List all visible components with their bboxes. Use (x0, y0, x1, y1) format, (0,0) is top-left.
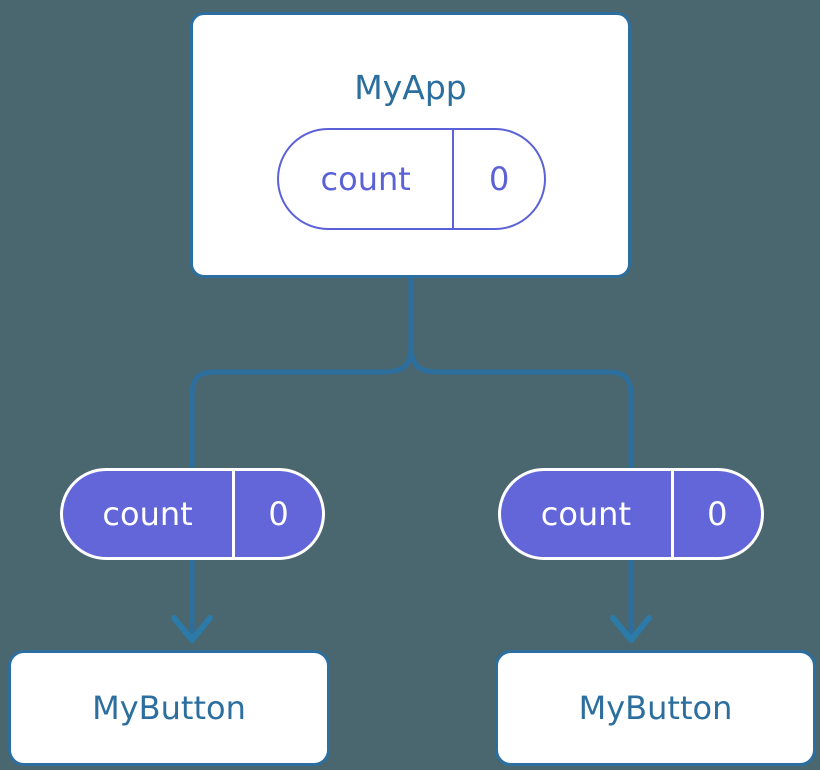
node-title-mybutton-right: MyButton (578, 689, 733, 727)
prop-pill-value: 0 (670, 471, 761, 557)
prop-pill-value: 0 (232, 471, 322, 557)
node-title-myapp: MyApp (354, 68, 467, 107)
node-card-mybutton-left[interactable]: MyButton (8, 650, 330, 766)
state-pill-key: count (320, 160, 411, 198)
node-title-mybutton-left: MyButton (92, 689, 246, 727)
connector-branch-left (189, 344, 414, 468)
state-pill-count-root[interactable]: count 0 (277, 128, 546, 230)
node-card-mybutton-right[interactable]: MyButton (495, 650, 816, 766)
arrowhead-right (610, 615, 652, 643)
connector-branch-right (408, 344, 634, 468)
prop-pill-count-right[interactable]: count 0 (498, 468, 764, 560)
arrowhead-left (171, 615, 213, 643)
prop-pill-key: count (540, 495, 631, 533)
prop-pill-count-left[interactable]: count 0 (60, 468, 325, 560)
prop-pill-key: count (102, 495, 193, 533)
state-pill-value: 0 (452, 130, 544, 228)
